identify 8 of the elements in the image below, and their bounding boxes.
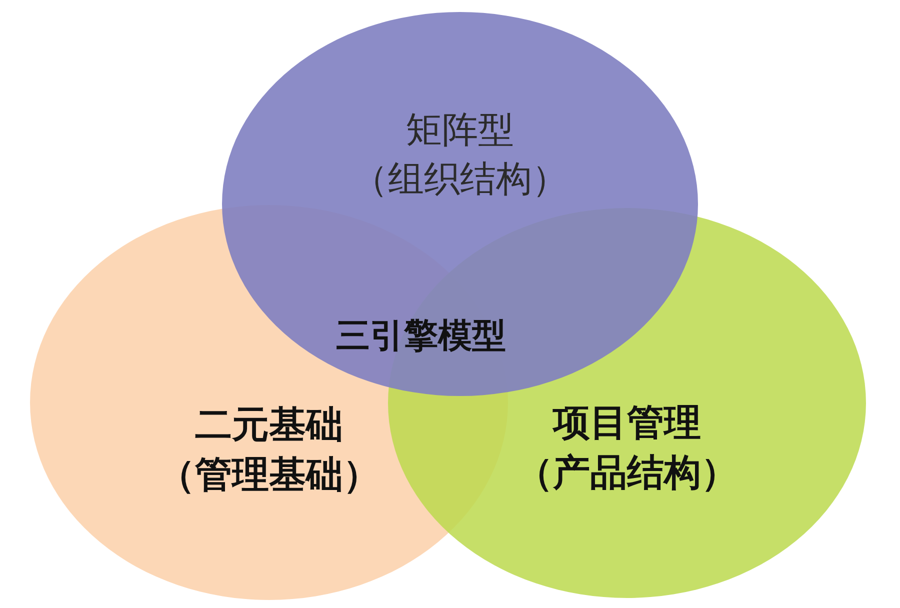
top-ellipse	[222, 12, 698, 396]
ellipse-subtitle: （组织结构）	[352, 158, 568, 202]
center-label: 三引擎模型	[336, 315, 506, 358]
ellipse-title: 二元基础	[195, 402, 343, 448]
ellipse-subtitle: （产品结构）	[516, 450, 738, 496]
ellipse-title: 项目管理	[553, 400, 701, 446]
ellipse-subtitle: （管理基础）	[158, 452, 380, 498]
ellipse-title: 矩阵型	[406, 109, 514, 153]
